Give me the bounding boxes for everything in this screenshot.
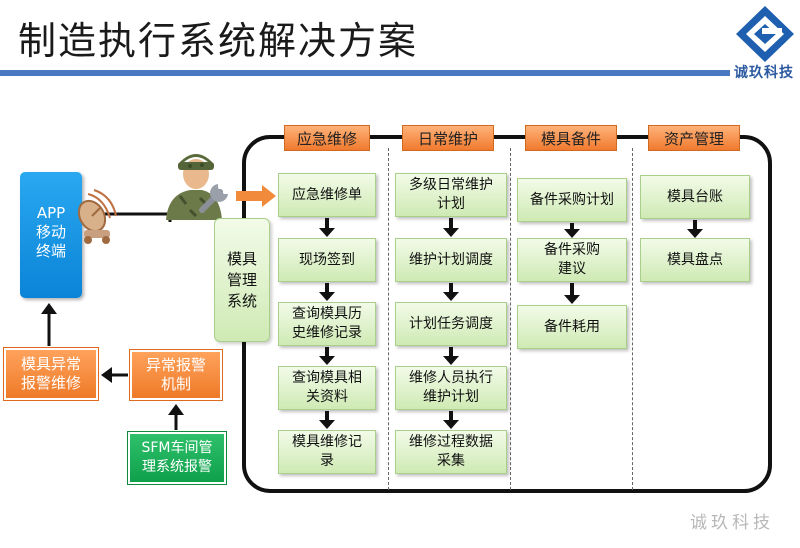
maintenance-worker-icon — [160, 148, 238, 224]
sfm-system-alarm: SFM车间管 理系统报警 — [128, 432, 226, 484]
column-separator — [388, 148, 389, 490]
item-task-scheduling: 计划任务调度 — [395, 302, 507, 346]
app-mobile-terminal: APP 移动 终端 — [20, 172, 82, 298]
column-separator — [632, 148, 633, 490]
header-daily-maintenance: 日常维护 — [402, 125, 494, 151]
item-query-mold-docs: 查询模具相 关资料 — [278, 366, 376, 410]
satellite-dish-icon — [74, 188, 118, 244]
item-spare-purchase-plan: 备件采购计划 — [517, 178, 627, 222]
diamond-logo-icon — [730, 2, 800, 82]
item-emergency-repair-order: 应急维修单 — [278, 173, 376, 217]
column-separator — [510, 148, 511, 490]
item-spare-purchase-advice: 备件采购 建议 — [517, 238, 627, 282]
item-staff-execute-plan: 维修人员执行 维护计划 — [395, 366, 507, 410]
item-process-data-collection: 维修过程数据 采集 — [395, 430, 507, 474]
mold-management-system: 模具 管理 系统 — [214, 218, 270, 342]
mold-alarm-repair: 模具异常 报警维修 — [4, 348, 98, 400]
header-mold-spare-parts: 模具备件 — [525, 125, 617, 151]
item-query-repair-history: 查询模具历 史维修记录 — [278, 302, 376, 346]
item-mold-repair-record: 模具维修记 录 — [278, 430, 376, 474]
header-emergency-repair: 应急维修 — [284, 125, 370, 151]
item-onsite-sign-in: 现场签到 — [278, 238, 376, 282]
item-plan-scheduling: 维护计划调度 — [395, 238, 507, 282]
header-asset-management: 资产管理 — [648, 125, 740, 151]
title-underline — [0, 70, 730, 76]
watermark: 诚玖科技 — [690, 513, 774, 533]
item-multi-level-plan: 多级日常维护 计划 — [395, 173, 507, 217]
logo-text: 诚玖科技 — [734, 65, 794, 81]
wrench-icon — [196, 176, 236, 216]
alarm-mechanism: 异常报警 机制 — [130, 350, 222, 400]
item-mold-ledger: 模具台账 — [640, 175, 750, 219]
page-title: 制造执行系统解决方案 — [18, 19, 419, 63]
item-spare-consumption: 备件耗用 — [517, 305, 627, 349]
item-mold-inventory: 模具盘点 — [640, 238, 750, 282]
